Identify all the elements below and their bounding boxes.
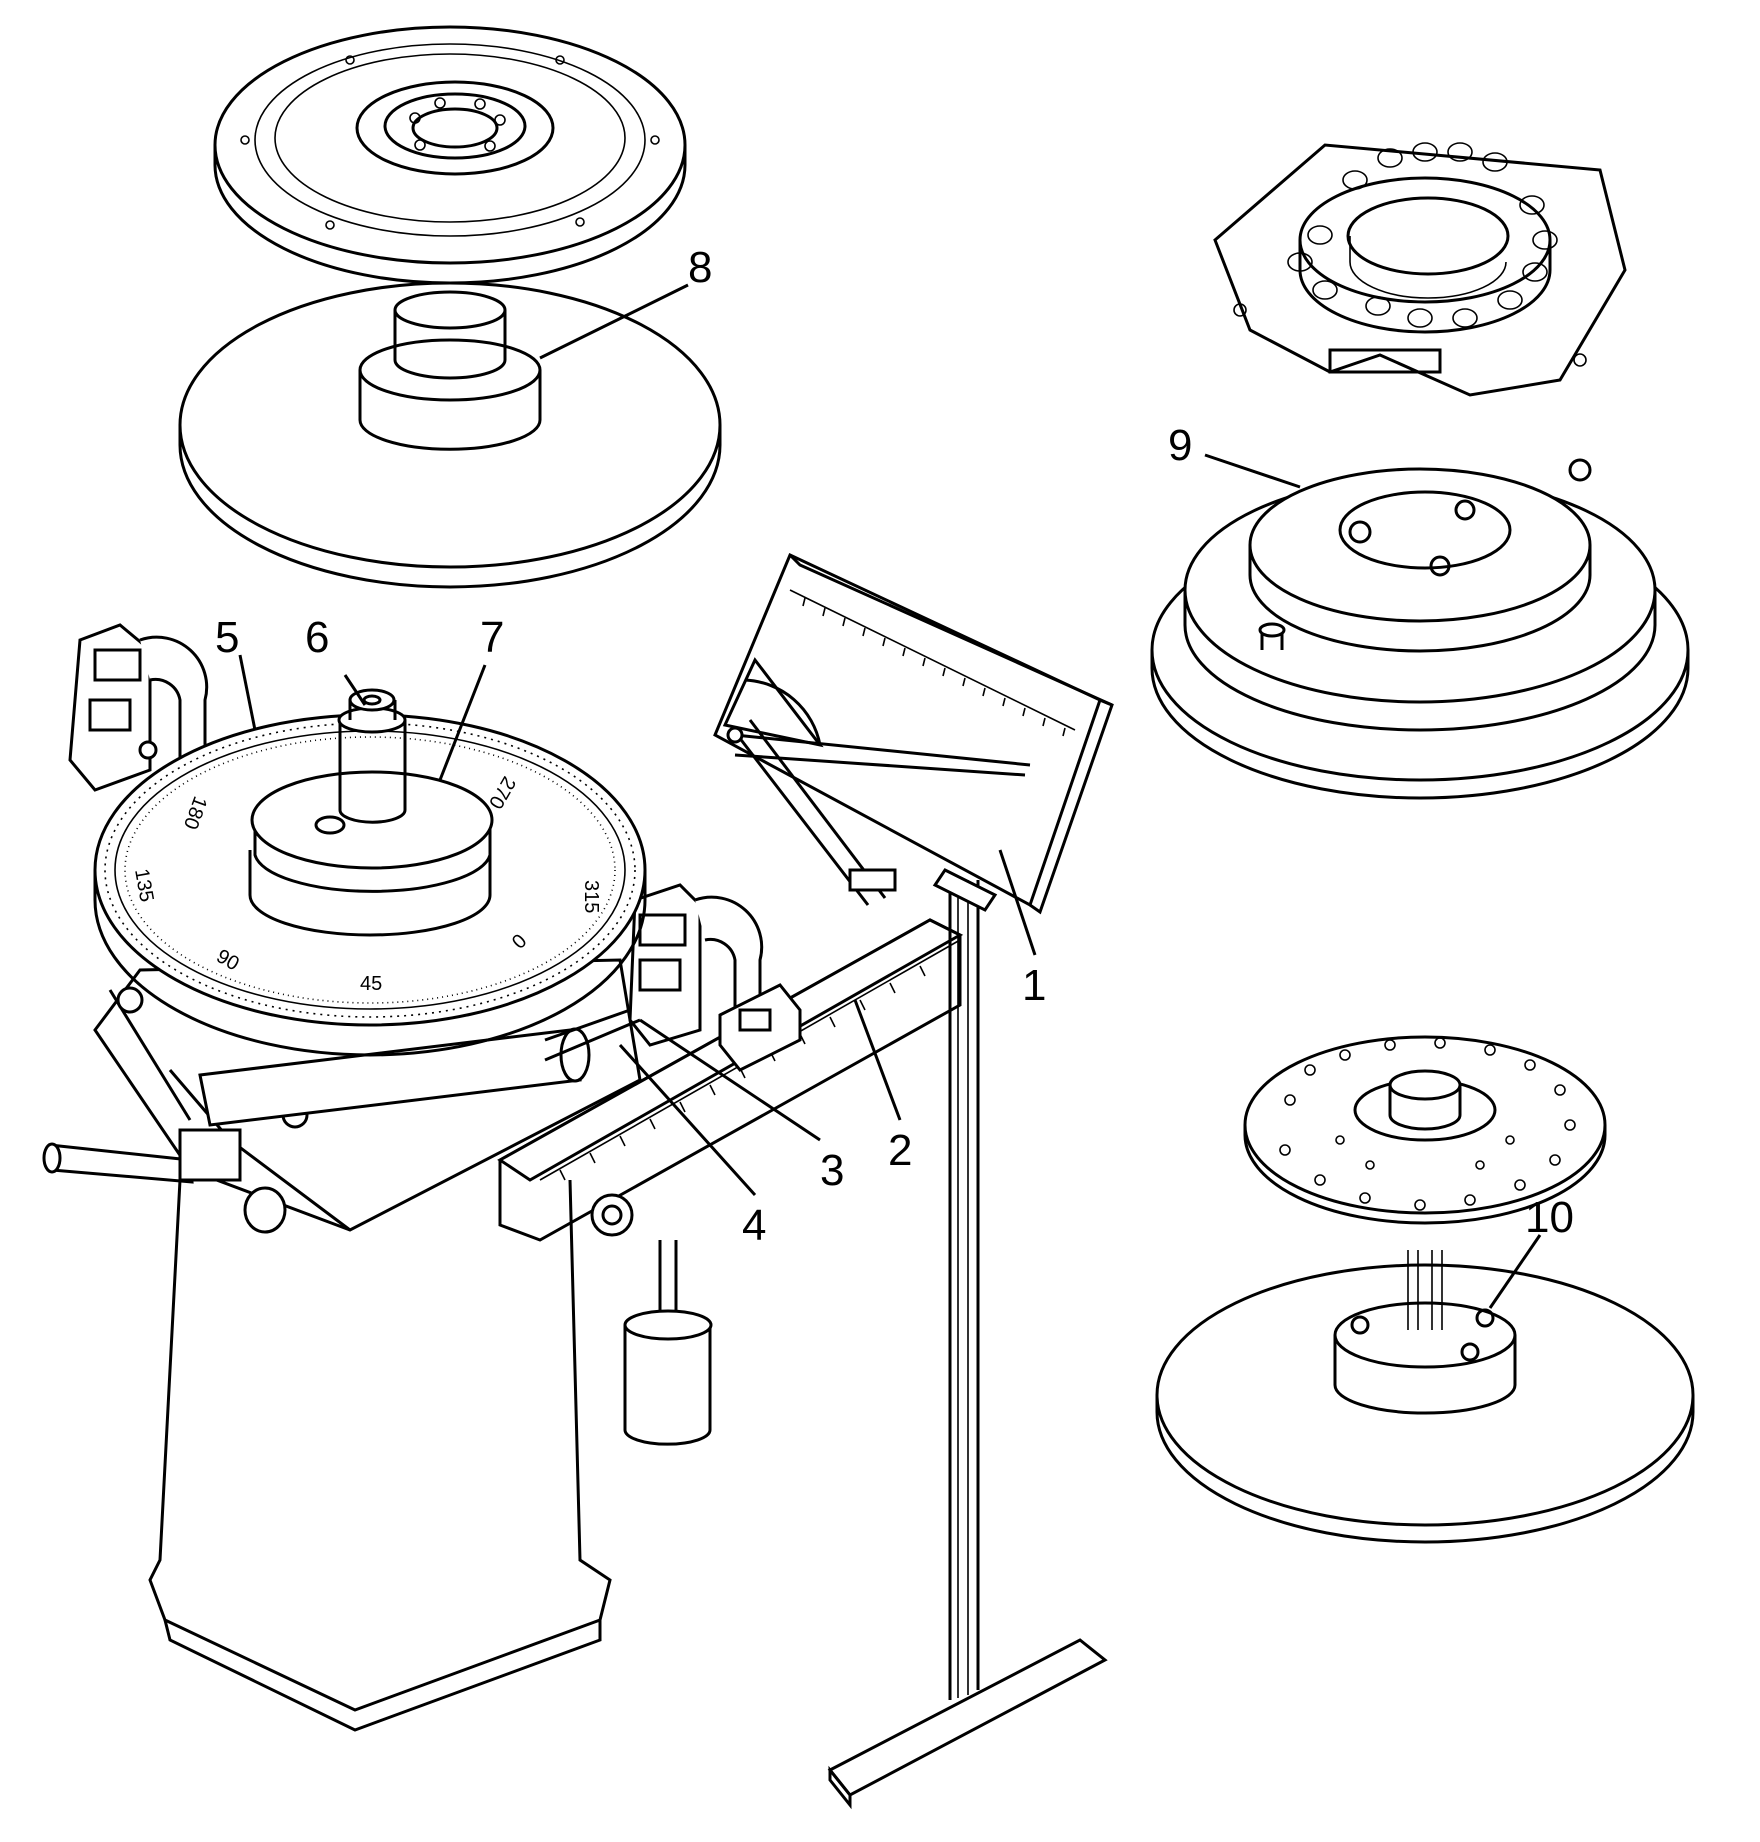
driven-disc-assembly <box>1155 1035 1695 1544</box>
driven-disc <box>1243 1035 1607 1225</box>
hanging-weight <box>623 1240 713 1446</box>
flywheel-plate <box>213 25 687 285</box>
callout-labels: 8 9 10 5 6 7 1 2 3 4 <box>215 243 1574 1250</box>
leader-lines <box>238 283 1542 1309</box>
spindle-6 <box>337 688 407 824</box>
callout-7: 7 <box>480 613 504 662</box>
right-clamp <box>628 883 764 1047</box>
callout-6: 6 <box>305 613 329 662</box>
flywheel-assembly <box>178 25 722 589</box>
pressure-plate-assembly <box>1150 142 1690 800</box>
callout-4: 4 <box>742 1201 766 1250</box>
callout-5: 5 <box>215 613 239 662</box>
callout-8: 8 <box>688 243 712 292</box>
dial-label-45: 45 <box>360 973 382 995</box>
scale-beam-2 <box>497 918 964 1242</box>
callout-10: 10 <box>1525 1193 1574 1242</box>
hub-7 <box>248 770 494 937</box>
balancing-stand: 0 45 90 135 180 315 270 <box>42 623 964 1732</box>
callout-2: 2 <box>888 1126 912 1175</box>
mandrel-8 <box>358 290 542 451</box>
callout-3: 3 <box>820 1146 844 1195</box>
indicator-stand-1 <box>713 552 1114 1810</box>
graduated-dial-5: 0 45 90 135 180 315 270 <box>93 713 647 1057</box>
clutch-cover <box>1213 142 1627 397</box>
dial-label-315: 315 <box>580 880 602 913</box>
callout-1: 1 <box>1022 961 1046 1010</box>
callout-9: 9 <box>1168 421 1192 470</box>
lever-handle <box>42 1128 287 1234</box>
